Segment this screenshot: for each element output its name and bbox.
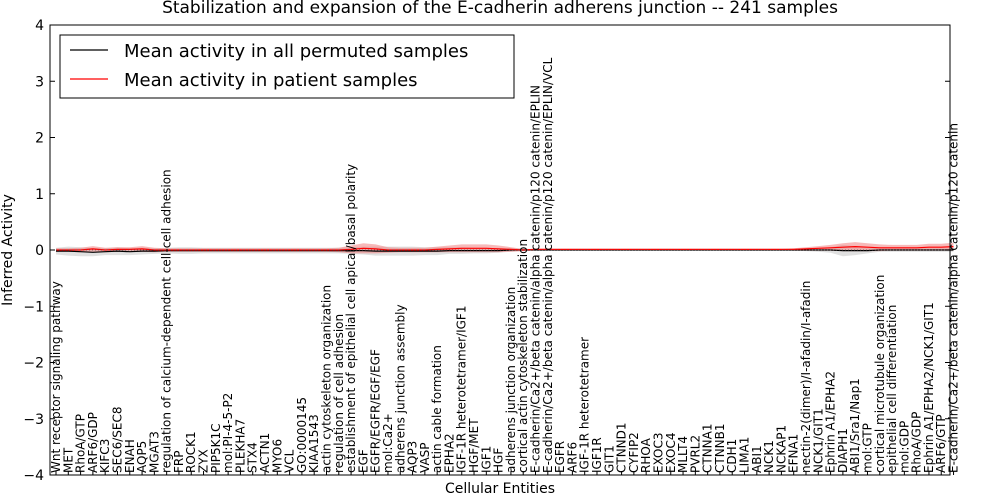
x-category-label: RHOA (639, 437, 653, 473)
x-category-label: RhoA/GTP (74, 414, 88, 473)
y-tick-label: 2 (35, 131, 44, 147)
series-line-1 (56, 245, 954, 251)
x-category-label: AQP5 (135, 441, 149, 473)
x-category-label: mol:GTP (861, 423, 875, 473)
legend: Mean activity in all permuted samples Me… (59, 34, 515, 99)
x-category-label: GO:0000145 (295, 397, 309, 473)
legend-box (59, 34, 515, 99)
x-category-label: AQP3 (406, 441, 420, 473)
x-category-label: E-cadherin/Ca2+/beta catenin/alpha caten… (947, 123, 961, 473)
x-category-label: ACTN1 (258, 433, 272, 473)
x-category-label: KIAA1543 (307, 414, 321, 473)
x-category-label: MLLT4 (676, 436, 690, 473)
x-category-label: cortical microtubule organization (873, 275, 887, 473)
y-tick-label: 3 (35, 74, 44, 90)
x-category-label: CDH1 (725, 439, 739, 473)
x-category-label: EFNA1 (787, 434, 801, 473)
x-category-label: VCL (283, 449, 297, 473)
x-category-label: EXOC3 (652, 433, 666, 474)
x-category-label: STX4 (246, 442, 260, 473)
x-category-label: regulation of calcium-dependent cell-cel… (160, 169, 174, 473)
x-category-label: mol:GDP (897, 421, 911, 473)
x-category-label: NCKAP1 (774, 425, 788, 473)
x-category-label: PLEKHA7 (233, 419, 247, 473)
x-category-label: nectin-2(dimer)/I-afadin/I-afadin (799, 281, 813, 473)
x-category-label: CTNND1 (615, 422, 629, 473)
x-category-label: VASP (418, 442, 432, 473)
x-category-label: CTNNB1 (713, 423, 727, 473)
x-category-label: ARF6 (565, 442, 579, 473)
x-category-label: Ephrin A1/EPHA2 (824, 371, 838, 473)
y-tick-label: 0 (35, 243, 44, 259)
x-category-label: HGF/MET (467, 418, 481, 473)
y-tick-label: −3 (23, 412, 44, 428)
x-category-label: MYO6 (270, 439, 284, 473)
x-category-label: mol:Ca2+ (381, 413, 395, 473)
x-category-label: ARF6/GDP (86, 412, 100, 473)
y-axis-label: Inferred Activity (0, 194, 16, 306)
x-category-label: IGF-1R heterotetramer/IGF1 (455, 306, 469, 473)
x-category-label: E-cadherin/Ca2+/beta catenin/alpha caten… (529, 85, 543, 473)
x-category-label: ENAH (123, 439, 137, 473)
x-category-label: EPHA2 (442, 433, 456, 473)
x-category-label: adherens junction organization (504, 287, 518, 473)
x-category-label: epithelial cell differentiation (885, 305, 899, 473)
legend-label-permuted: Mean activity in all permuted samples (124, 41, 468, 62)
x-category-label: ABI1 (750, 445, 764, 473)
x-category-label: E-cadherin/Ca2+/beta catenin/alpha caten… (541, 57, 555, 473)
x-category-label: Ephrin A1/EPHA2/NCK1/GIT1 (922, 302, 936, 473)
x-category-label: SEC6/SEC8 (111, 407, 125, 473)
y-tick-label: 1 (35, 187, 44, 203)
x-category-label: actin cytoskeleton organization (320, 285, 334, 473)
x-category-label: MET (61, 447, 75, 473)
x-category-label: PIP5K1C (209, 423, 223, 473)
x-category-label: KIFC3 (98, 439, 112, 473)
x-category-label: ARF6/GTP (934, 414, 948, 473)
x-category-label: ZYX (197, 449, 211, 473)
x-category-label: CYFIP2 (627, 432, 641, 473)
x-category-label: adherens junction assembly (393, 304, 407, 473)
y-tick-label: −1 (23, 299, 44, 315)
x-category-label: IGF1R (590, 437, 604, 473)
x-category-label: EGFR/EGFR/EGF/EGF (369, 349, 383, 473)
x-category-label: GIT1 (602, 445, 616, 473)
x-category-label: actin cable formation (430, 345, 444, 473)
x-category-label: IGF-1R heterotetramer (578, 337, 592, 473)
x-category-label: PVRL2 (688, 435, 702, 473)
x-category-label: NCK1 (762, 440, 776, 473)
chart-title: Stabilization and expansion of the E-cad… (162, 0, 838, 18)
x-category-label: CTNNA1 (701, 423, 715, 473)
x-category-label: mol:PI-4-5-P2 (221, 393, 235, 473)
x-category-label: establishment of epithelial cell apical/… (344, 164, 358, 473)
x-category-label: cortical actin cytoskeleton stabilizatio… (516, 239, 530, 473)
y-tick-label: 4 (35, 18, 44, 34)
x-category-label: Wnt receptor signaling pathway (49, 281, 63, 473)
x-category-label: LIMA1 (738, 437, 752, 473)
x-category-label: ABI1/Sra1/Nap1 (848, 378, 862, 473)
x-category-label: NCK1/GIT1 (811, 408, 825, 473)
x-category-label: regulation of cell adhesion (332, 314, 346, 473)
x-category-label: IGF1 (479, 446, 493, 473)
x-category-label: ROCK1 (184, 431, 198, 473)
y-tick-label: −2 (23, 356, 44, 372)
x-category-label: EGFR (553, 441, 567, 473)
x-category-label: RhoA/GDP (910, 412, 924, 473)
x-category-label: EXOC4 (664, 433, 678, 474)
legend-label-patient: Mean activity in patient samples (124, 70, 418, 91)
x-category-label: FRP (172, 451, 186, 473)
y-tick-label: −4 (23, 468, 44, 484)
x-category-label: HGF (492, 448, 506, 473)
x-category-label: DIAPH1 (836, 428, 850, 473)
x-axis-label: Cellular Entities (445, 481, 555, 497)
x-category-label: EGF (356, 449, 370, 473)
x-category-label: MGAT3 (147, 431, 161, 473)
